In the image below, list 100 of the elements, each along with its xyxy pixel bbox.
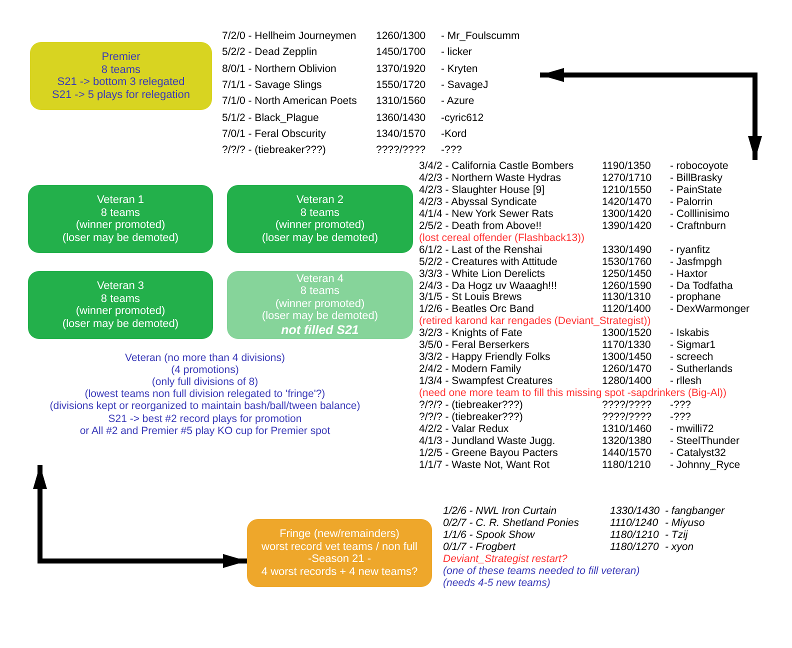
coach-name: - BillBrasky [670,172,723,184]
coach-name: - Haxtor [670,268,708,280]
team-record: 5/2/2 - Dead Zepplin [222,46,318,58]
coach-name: - Tzij [665,529,688,541]
coach-name: - Jasfmpgh [670,256,722,268]
division-box: Fringe (new/remainders) worst record vet teams / non full -Season 21 - 4 worst records + 4 new teams? [247,519,432,587]
team-record: 1/1/7 - Waste Not, Want Rot [419,459,550,471]
note: (need one more team to fill this missing spot -sapdrinkers (Big-Al)) [419,387,727,399]
arrow [33,465,247,568]
team-rating: 1450/1700 [376,46,426,58]
coach-name: -Kord [441,128,467,140]
team-rating: 1130/1310 [602,291,651,303]
team-rating: 1110/1240 [610,517,658,529]
coach-name: - mwilli72 [670,423,714,435]
coach-name: - ryanfitz [670,244,710,256]
coach-name: - prophane [670,291,721,303]
coach-name: -??? [670,399,692,411]
team-rating: 1370/1920 [376,63,426,75]
coach-name: - robocoyote [670,160,728,172]
team-record: 2/4/3 - Da Hogz uv Waaagh!!! [419,280,557,292]
note: (divisions kept or reorganized to maintain bash/ball/tween balance) [48,400,362,412]
team-record: 7/0/1 - Feral Obscurity [222,128,326,140]
team-rating: ????/???? [376,144,426,156]
team-record: 7/2/0 - Hellheim Journeymen [222,30,356,42]
team-rating: 1260/1470 [602,363,652,375]
team-record: 1/3/4 - Swampfest Creatures [419,375,553,387]
team-rating: 1180/1210 [610,529,659,541]
team-rating: 1440/1570 [602,447,652,459]
team-record: 4/2/3 - Slaughter House [9] [419,184,544,196]
team-rating: 1550/1720 [376,79,426,91]
team-record: 3/4/2 - California Castle Bombers [419,160,574,172]
coach-name: - Kryten [441,63,478,75]
team-rating: 1280/1400 [602,375,652,387]
note: or All #2 and Premier #5 play KO cup for Premier spot [78,424,332,437]
team-rating: ????/???? [602,411,652,423]
team-rating: 1260/1590 [602,280,652,292]
team-rating: 1330/1490 [602,244,652,256]
team-rating: 1180/1270 [610,541,659,553]
team-record: 4/1/4 - New York Sewer Rats [419,208,554,220]
team-record: 3/3/3 - White Lion Derelicts [419,268,546,280]
note: (only full divisions of 8) [150,376,260,388]
team-record: 0/2/7 - C. R. Shetland Ponies [443,517,579,529]
team-record: 4/2/3 - Northern Waste Hydras [419,172,561,184]
team-rating: 1120/1400 [602,303,651,315]
note: Veteran (no more than 4 divisions) [124,352,286,364]
coach-name: - rllesh [670,375,702,387]
coach-name: - Sigmar1 [670,339,716,351]
coach-name: - Miyuso [665,517,705,529]
team-rating: 1170/1330 [602,339,651,351]
coach-name: - licker [441,46,472,58]
note: (4 promotions) [170,364,240,376]
coach-name: -??? [441,144,462,156]
team-rating: 1320/1380 [602,435,652,447]
team-record: ?/?/? - (tiebreaker???) [419,411,523,423]
team-record: 4/2/2 - Valar Redux [419,423,509,435]
team-record: 8/0/1 - Northern Oblivion [222,63,336,75]
coach-name: - Colllinisimo [670,208,730,220]
team-record: 2/5/2 - Death from Above!! [419,220,542,232]
team-record: 3/2/3 - Knights of Fate [419,327,522,339]
team-record: ?/?/? - (tiebreaker???) [222,144,326,156]
coach-name: - SavageJ [441,79,488,91]
note: (lost cereal offender (Flashback13)) [419,232,585,244]
team-rating: 1310/1460 [602,423,652,435]
team-record: 1/2/5 - Greene Bayou Pacters [419,447,558,459]
team-record: 1/2/6 - NWL Iron Curtain [443,505,557,517]
team-record: 7/1/1 - Savage Slings [222,79,322,91]
team-record: 1/1/6 - Spook Show [443,529,535,541]
team-record: 4/1/3 - Jundland Waste Jugg. [419,435,556,447]
team-record: 3/3/2 - Happy Friendly Folks [419,351,550,363]
team-record: 2/4/2 - Modern Family [419,363,522,375]
team-rating: 1310/1560 [376,95,426,107]
coach-name: - Iskabis [670,327,710,339]
team-rating: 1360/1430 [376,112,426,124]
team-record: 5/1/2 - Black_Plague [222,112,319,124]
note: (retired karond kar rengades (Deviant_Strategist)) [419,315,651,327]
team-record: 6/1/2 - Last of the Renshai [419,244,542,256]
division-box: Veteran 1 8 teams (winner promoted) (loser may be demoted) [28,185,213,253]
division-box: Premier 8 teams S21 -> bottom 3 relegated S21 -> 5 plays for relegation [30,42,212,110]
team-rating: 1250/1450 [602,268,652,280]
team-rating: 1390/1420 [602,220,652,232]
note: (one of these teams needed to fill veteran) [443,565,640,577]
coach-name: - Catalyst32 [670,447,726,459]
coach-name: - Da Todfatha [670,280,733,292]
team-record: 3/1/5 - St Louis Brews [419,291,522,303]
division-box: Veteran 4 8 teams (winner promoted) (loser may be demoted) not filled S21 [227,271,413,339]
coach-name: -cyric612 [441,112,484,124]
arrow [540,68,762,160]
team-rating: 1530/1760 [602,256,652,268]
coach-name: - xyon [665,541,694,553]
coach-name: - Azure [441,95,474,107]
team-record: 7/1/0 - North American Poets [222,95,357,107]
team-rating: 1190/1350 [602,160,651,172]
team-rating: 1300/1450 [602,351,652,363]
team-rating: 1330/1430 [610,505,660,517]
coach-name: - Craftnburn [670,220,726,232]
team-record: 1/2/6 - Beatles Orc Band [419,303,534,315]
division-box: Veteran 3 8 teams (winner promoted) (loser may be demoted) [28,271,213,339]
coach-name: - SteelThunder [670,435,740,447]
coach-name: - DexWarmonger [670,303,750,315]
coach-name: - fangbanger [665,505,725,517]
